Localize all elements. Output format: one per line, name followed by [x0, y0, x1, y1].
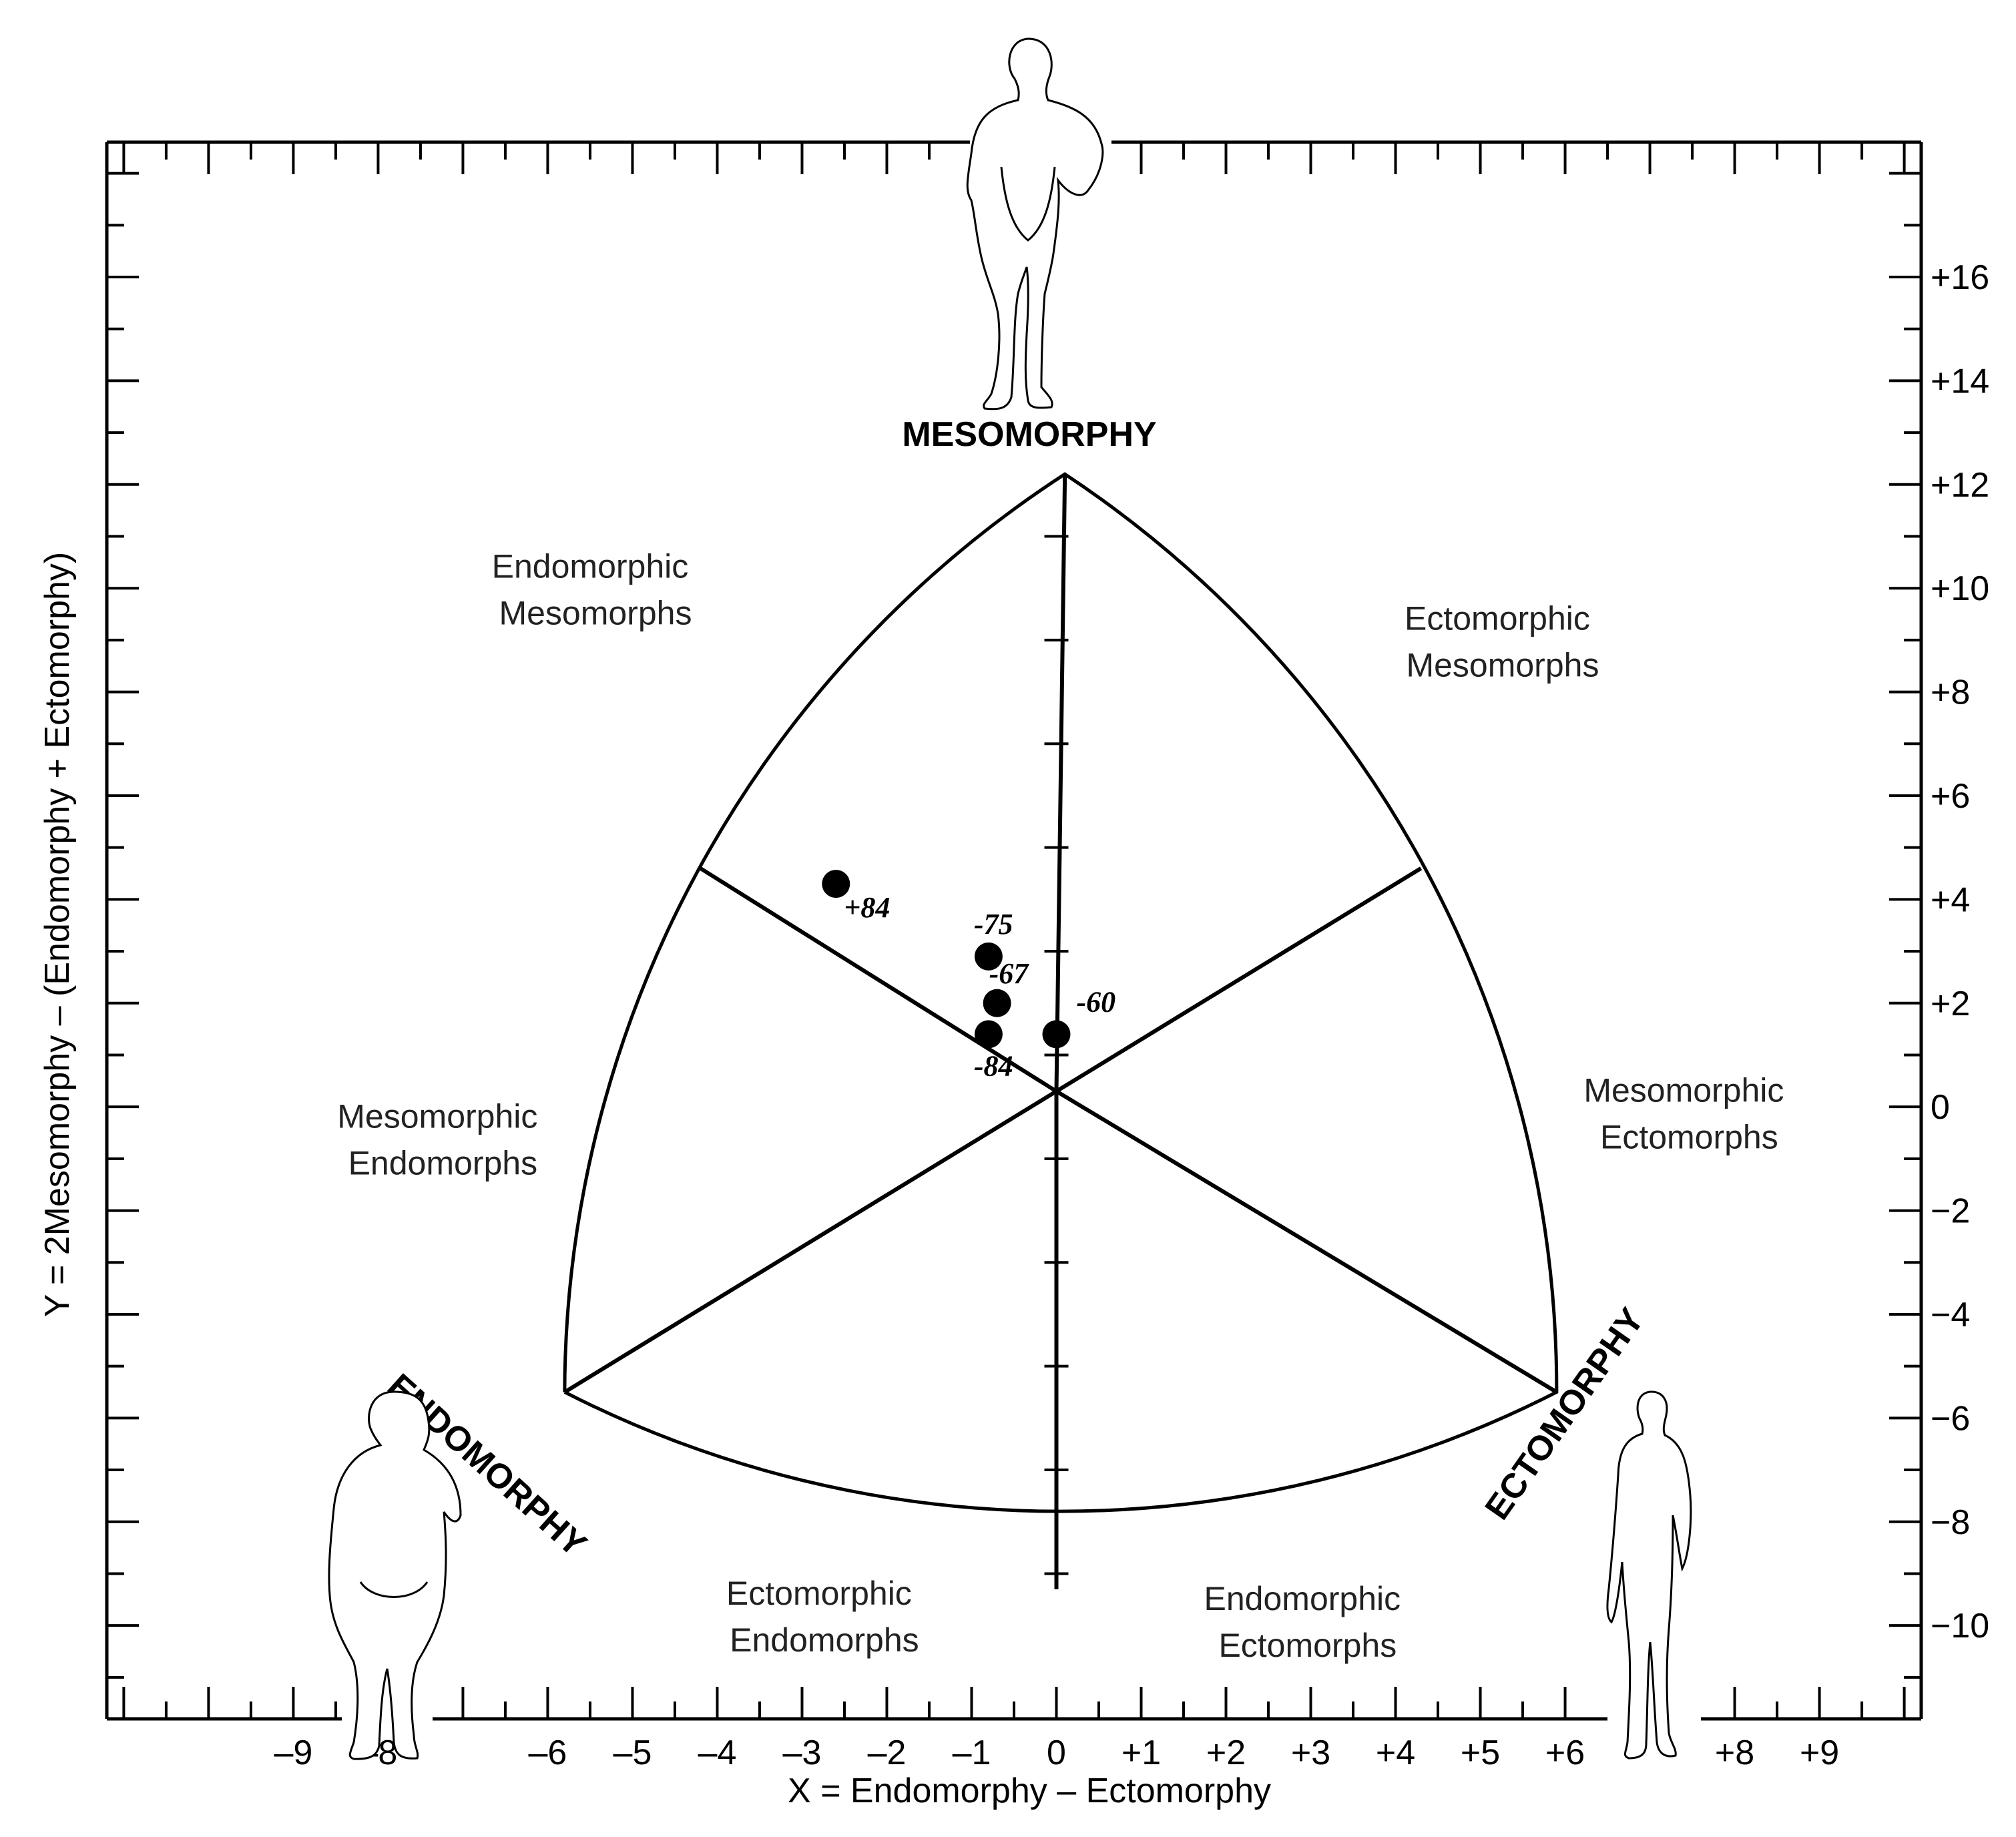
x-tick-label: +8 — [1715, 1734, 1754, 1772]
data-points: +84 -75 -67 -84 -60 — [822, 870, 1115, 1082]
region-label-line2: Ectomorphs — [1600, 1118, 1778, 1155]
x-tick-label: –3 — [783, 1734, 822, 1772]
data-point — [1042, 1020, 1071, 1049]
left-ticks — [107, 172, 139, 1679]
y-tick-label: +12 — [1931, 466, 1989, 505]
x-ticks — [122, 1687, 1906, 1719]
data-point-label: -60 — [1077, 985, 1116, 1018]
y-tick-label: +14 — [1931, 362, 1989, 401]
y-tick-label: +10 — [1931, 569, 1989, 608]
y-tick-label: −2 — [1931, 1192, 1970, 1231]
x-tick-label: 0 — [1047, 1734, 1066, 1772]
y-tick-label: −10 — [1931, 1607, 1989, 1645]
y-axis-title: Y = 2Mesomorphy – (Endomorphy + Ectomorp… — [38, 552, 77, 1317]
y-tick-label: +4 — [1931, 880, 1970, 919]
region-label-line1: Ectomorphic — [1405, 599, 1590, 637]
y-tick-label: +2 — [1931, 985, 1970, 1023]
y-tick-labels: +16 +14 +12 +10 +8 +6 +4 +2 0 −2 −4 −6 −8 −10 — [1931, 258, 1989, 1645]
data-point-label: -84 — [974, 1049, 1013, 1082]
region-label-line1: Mesomorphic — [1583, 1071, 1784, 1109]
region-label-line1: Endomorphic — [1204, 1580, 1401, 1617]
region-label-line2: Endomorphs — [730, 1621, 919, 1659]
x-tick-label: –9 — [274, 1734, 312, 1772]
y-tick-label: 0 — [1931, 1088, 1950, 1127]
x-tick-label: +2 — [1206, 1734, 1246, 1772]
data-point-label: +84 — [844, 891, 890, 924]
divider-line — [1055, 1089, 1558, 1394]
region-label-line2: Endomorphs — [348, 1144, 538, 1182]
data-point — [822, 870, 850, 898]
y-tick-label: −4 — [1931, 1296, 1970, 1334]
divider-line — [1054, 474, 1067, 1091]
data-point — [983, 989, 1011, 1017]
x-tick-label: +3 — [1291, 1734, 1330, 1772]
data-point-label: -75 — [974, 908, 1013, 941]
data-point — [974, 1020, 1003, 1049]
x-tick-label: –2 — [868, 1734, 907, 1772]
x-tick-label: +1 — [1121, 1734, 1161, 1772]
endomorph-figure-icon — [328, 1390, 462, 1760]
ectomorph-figure-icon — [1606, 1390, 1692, 1760]
mesomorphy-label: MESOMORPHY — [902, 415, 1156, 454]
x-tick-label: –4 — [698, 1734, 737, 1772]
region-label-line2: Mesomorphs — [499, 595, 692, 632]
y-tick-label: +8 — [1931, 674, 1970, 712]
y-tick-label: +6 — [1931, 777, 1970, 816]
center-axis-ticks — [1044, 535, 1069, 1575]
y-tick-label: −6 — [1931, 1399, 1970, 1438]
region-label-line2: Ectomorphs — [1218, 1627, 1397, 1664]
mesomorph-figure-icon — [966, 37, 1104, 411]
x-tick-label: +5 — [1461, 1734, 1500, 1772]
data-point-label: -67 — [989, 957, 1030, 990]
data-point — [974, 942, 1003, 971]
region-label-line2: Mesomorphs — [1406, 646, 1599, 684]
y-tick-label: −8 — [1931, 1503, 1970, 1542]
top-ticks — [122, 142, 1906, 174]
x-tick-label: +9 — [1800, 1734, 1839, 1772]
region-label-line1: Endomorphic — [492, 548, 689, 585]
region-label-line1: Ectomorphic — [726, 1575, 912, 1612]
divider-line — [699, 866, 1058, 1093]
x-tick-label: –1 — [953, 1734, 991, 1772]
somatochart-dividers — [563, 474, 1558, 1589]
somatochart-outline — [563, 472, 1559, 1513]
region-label-line1: Mesomorphic — [337, 1097, 537, 1135]
y-tick-label: +16 — [1931, 258, 1989, 297]
x-tick-label: +6 — [1545, 1734, 1585, 1772]
divider-line — [563, 1089, 1058, 1394]
y-ticks — [1889, 172, 1921, 1679]
divider-line — [1055, 866, 1423, 1093]
x-tick-label: –6 — [529, 1734, 567, 1772]
x-tick-label: +4 — [1376, 1734, 1415, 1772]
x-tick-label: –5 — [613, 1734, 652, 1772]
x-axis-title: X = Endomorphy – Ectomorphy — [788, 1772, 1271, 1810]
